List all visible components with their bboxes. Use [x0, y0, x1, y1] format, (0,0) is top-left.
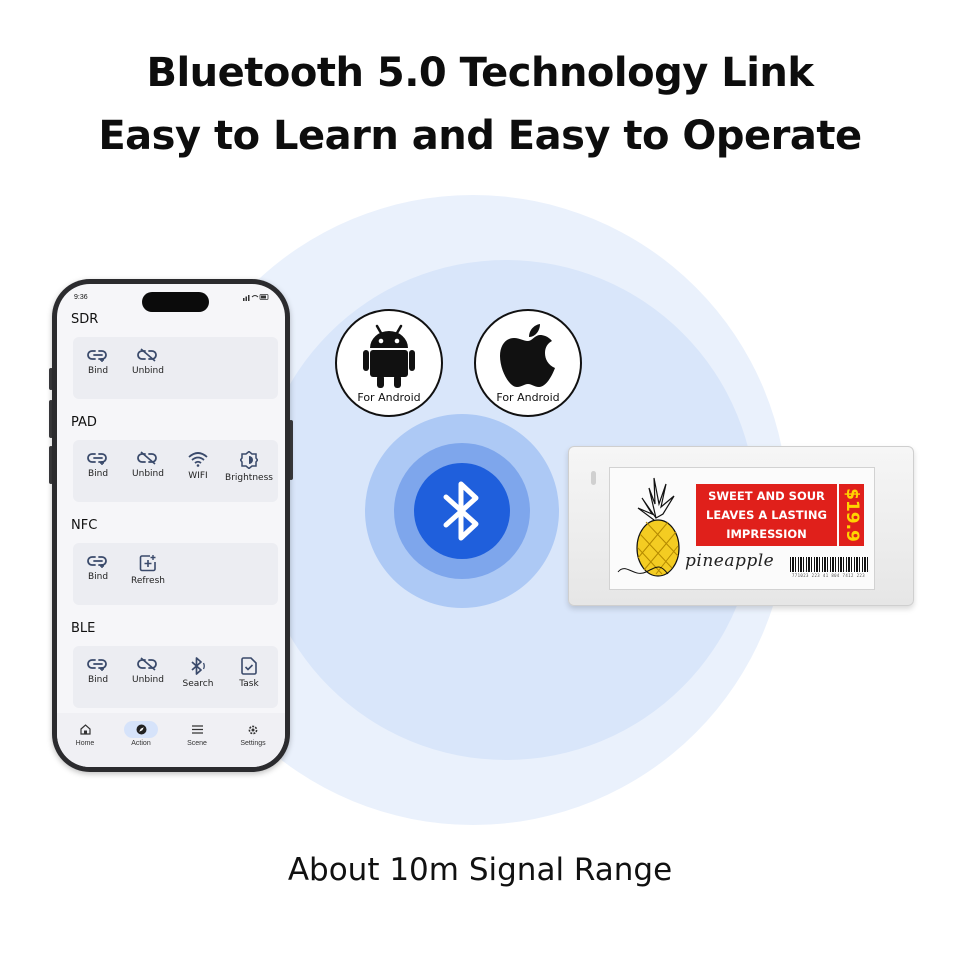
tab-settings[interactable]: Settings — [228, 721, 278, 747]
bottom-tab-bar: Home Action Scene Settings — [57, 713, 285, 767]
section-title-ble: BLE — [71, 621, 96, 636]
section-title-pad: PAD — [71, 415, 97, 430]
tab-action-label: Action — [131, 740, 151, 747]
sdr-unbind-label: Unbind — [132, 366, 164, 376]
bluetooth-badge — [414, 463, 510, 559]
pad-bind-button[interactable]: Bind — [74, 451, 122, 479]
nfc-bind-button[interactable]: Bind — [74, 554, 122, 582]
ble-task-button[interactable]: Task — [225, 657, 273, 689]
tab-home-label: Home — [75, 740, 95, 747]
home-icon — [79, 724, 91, 735]
android-badge-caption: For Android — [357, 391, 421, 404]
pad-brightness-label: Brightness — [225, 473, 273, 483]
status-led — [591, 471, 596, 485]
link-icon — [87, 350, 107, 362]
tab-scene-label: Scene — [187, 740, 207, 747]
gear-icon — [248, 725, 258, 734]
phone-button — [49, 446, 53, 484]
brightness-icon — [240, 451, 258, 469]
status-time: 9:36 — [74, 294, 88, 301]
section-card-nfc: Bind Refresh — [73, 543, 278, 605]
ble-bind-label: Bind — [87, 675, 109, 685]
tab-home[interactable]: Home — [60, 721, 110, 747]
section-card-sdr: Bind Unbind — [73, 337, 278, 399]
unlink-icon — [137, 451, 157, 465]
promo-line-3: IMPRESSION — [726, 526, 807, 541]
tab-scene[interactable]: Scene — [172, 721, 222, 747]
ble-search-label: Search — [182, 679, 214, 689]
sdr-unbind-button[interactable]: Unbind — [124, 348, 172, 376]
apple-logo-icon — [500, 324, 555, 387]
bluetooth-icon — [443, 481, 479, 541]
apple-badge: For Android — [474, 309, 582, 417]
unlink-icon — [137, 657, 157, 671]
phone-button — [289, 420, 293, 480]
pad-unbind-button[interactable]: Unbind — [124, 451, 172, 479]
promo-line-2: LEAVES A LASTING — [706, 507, 827, 522]
pad-wifi-button[interactable]: WIFI — [174, 451, 222, 481]
section-card-pad: Bind Unbind WIFI Brightness — [73, 440, 278, 502]
link-icon — [87, 659, 107, 671]
sdr-bind-label: Bind — [87, 366, 109, 376]
tab-settings-label: Settings — [240, 740, 266, 747]
headline-line-1: Bluetooth 5.0 Technology Link — [146, 50, 814, 96]
menu-icon — [191, 725, 203, 734]
sdr-bind-button[interactable]: Bind — [74, 348, 122, 376]
pad-unbind-label: Unbind — [132, 469, 164, 479]
phone-mockup: 9:36 SDR Bind Unbind PAD — [52, 279, 290, 772]
promo-banner: SWEET AND SOUR LEAVES A LASTING IMPRESSI… — [696, 484, 837, 546]
link-icon — [87, 453, 107, 465]
pad-bind-label: Bind — [87, 469, 109, 479]
nfc-refresh-button[interactable]: Refresh — [124, 554, 172, 586]
price-value: $19.9 — [841, 488, 862, 542]
unlink-icon — [137, 348, 157, 362]
section-title-sdr: SDR — [71, 312, 99, 327]
barcode-digits: 771023 223 41 804 7412 223 — [792, 573, 866, 578]
barcode — [790, 557, 868, 572]
phone-button — [49, 368, 53, 390]
ble-task-label: Task — [239, 679, 259, 689]
dynamic-island — [142, 292, 209, 312]
status-indicators — [243, 293, 269, 303]
electronic-shelf-label: SWEET AND SOUR LEAVES A LASTING IMPRESSI… — [568, 446, 914, 606]
ble-unbind-label: Unbind — [132, 675, 164, 685]
ble-unbind-button[interactable]: Unbind — [124, 657, 172, 685]
pineapple-illustration — [617, 477, 680, 577]
ble-bind-button[interactable]: Bind — [74, 657, 122, 685]
phone-button — [49, 400, 53, 438]
task-icon — [241, 657, 257, 675]
wifi-icon — [188, 452, 208, 467]
android-robot-icon — [363, 324, 415, 388]
headline-line-2: Easy to Learn and Easy to Operate — [98, 113, 862, 159]
link-icon — [87, 556, 107, 568]
tab-action[interactable]: Action — [116, 721, 166, 747]
price-box: $19.9 — [839, 484, 864, 546]
pad-brightness-button[interactable]: Brightness — [225, 451, 273, 483]
pad-wifi-label: WIFI — [188, 471, 208, 481]
refresh-icon — [139, 555, 156, 572]
android-badge: For Android — [335, 309, 443, 417]
apple-badge-caption: For Android — [496, 391, 560, 404]
promo-line-1: SWEET AND SOUR — [708, 488, 825, 503]
signal-range-caption: About 10m Signal Range — [287, 852, 673, 888]
phone-screen: 9:36 SDR Bind Unbind PAD — [57, 284, 285, 767]
signal-wifi-battery-icon — [243, 294, 269, 301]
ble-search-button[interactable]: Search — [174, 657, 222, 689]
epaper-display: SWEET AND SOUR LEAVES A LASTING IMPRESSI… — [609, 467, 875, 590]
nfc-refresh-label: Refresh — [131, 576, 165, 586]
product-name: pineapple — [685, 551, 775, 571]
nfc-bind-label: Bind — [87, 572, 109, 582]
bluetooth-search-icon — [191, 657, 205, 675]
compass-icon — [136, 724, 146, 735]
section-title-nfc: NFC — [71, 518, 98, 533]
section-card-ble: Bind Unbind Search Task — [73, 646, 278, 708]
